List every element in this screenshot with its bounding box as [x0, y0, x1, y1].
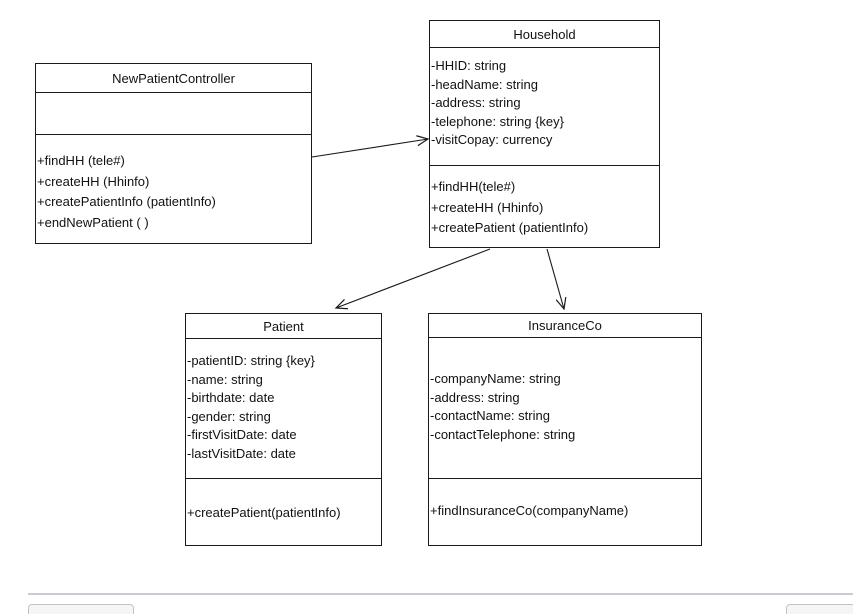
method-line: +createHH (Hhinfo): [37, 173, 150, 189]
class-box-insuranceco: InsuranceCo -companyName: string -address…: [428, 313, 702, 546]
method-line: +findHH (tele#): [37, 153, 125, 168]
attribute-line: -firstVisitDate: date: [187, 427, 297, 442]
method-line: +endNewPatient ( ): [37, 214, 149, 230]
class-attributes: -patientID: string {key} -name: string -bi…: [186, 339, 381, 479]
method-line: +findHH(tele#): [431, 179, 516, 194]
attribute-line: -address: string: [430, 389, 520, 405]
class-attributes: -companyName: string -address: string -con…: [429, 338, 701, 479]
class-methods: +findInsuranceCo(companyName): [429, 479, 701, 545]
attribute-line: -gender: string: [187, 408, 271, 424]
attribute-line: -address: string: [431, 95, 521, 110]
attribute-line: -birthdate: date: [187, 390, 275, 405]
arrow-household-to-patient: [334, 248, 491, 310]
class-name: Patient: [186, 314, 381, 339]
arrow-household-to-insuranceco: [546, 248, 567, 311]
method-line: +createHH (Hhinfo): [431, 199, 544, 215]
class-box-patient: Patient -patientID: string {key} -name: s…: [185, 313, 382, 546]
footer-divider: [28, 593, 853, 595]
class-name: InsuranceCo: [429, 314, 701, 338]
class-methods: +createPatient(patientInfo): [186, 479, 381, 545]
attribute-line: -HHID: string: [431, 58, 507, 73]
arrow-controller-to-household: [311, 135, 430, 158]
attribute-line: -visitCopay: currency: [431, 132, 553, 147]
class-attributes: [36, 93, 311, 135]
method-line: +createPatient(patientInfo): [187, 505, 341, 520]
footer-right-button[interactable]: [786, 604, 853, 614]
class-attributes: -HHID: string -headName: string -address: …: [430, 48, 659, 166]
method-line: +createPatientInfo (patientInfo): [37, 194, 216, 209]
footer-left-button[interactable]: [28, 604, 134, 614]
attribute-line: -contactTelephone: string: [430, 426, 576, 442]
method-line: +findInsuranceCo(companyName): [430, 503, 629, 518]
attribute-line: -patientID: string {key}: [187, 353, 315, 368]
class-methods: +findHH(tele#) +createHH (Hhinfo) +createP…: [430, 166, 659, 247]
class-box-newpatientcontroller: NewPatientController +findHH (tele#) +cre…: [35, 63, 312, 244]
attribute-line: -headName: string: [431, 76, 538, 92]
attribute-line: -name: string: [187, 371, 263, 387]
attribute-line: -lastVisitDate: date: [187, 445, 296, 461]
class-name: Household: [430, 21, 659, 48]
class-name: NewPatientController: [36, 64, 311, 93]
attribute-line: -contactName: string: [430, 408, 550, 423]
attribute-line: -companyName: string: [430, 371, 561, 386]
method-line: +createPatient (patientInfo): [431, 220, 589, 235]
class-methods: +findHH (tele#) +createHH (Hhinfo) +create…: [36, 135, 311, 243]
class-box-household: Household -HHID: string -headName: string…: [429, 20, 660, 248]
attribute-line: -telephone: string {key}: [431, 113, 564, 129]
